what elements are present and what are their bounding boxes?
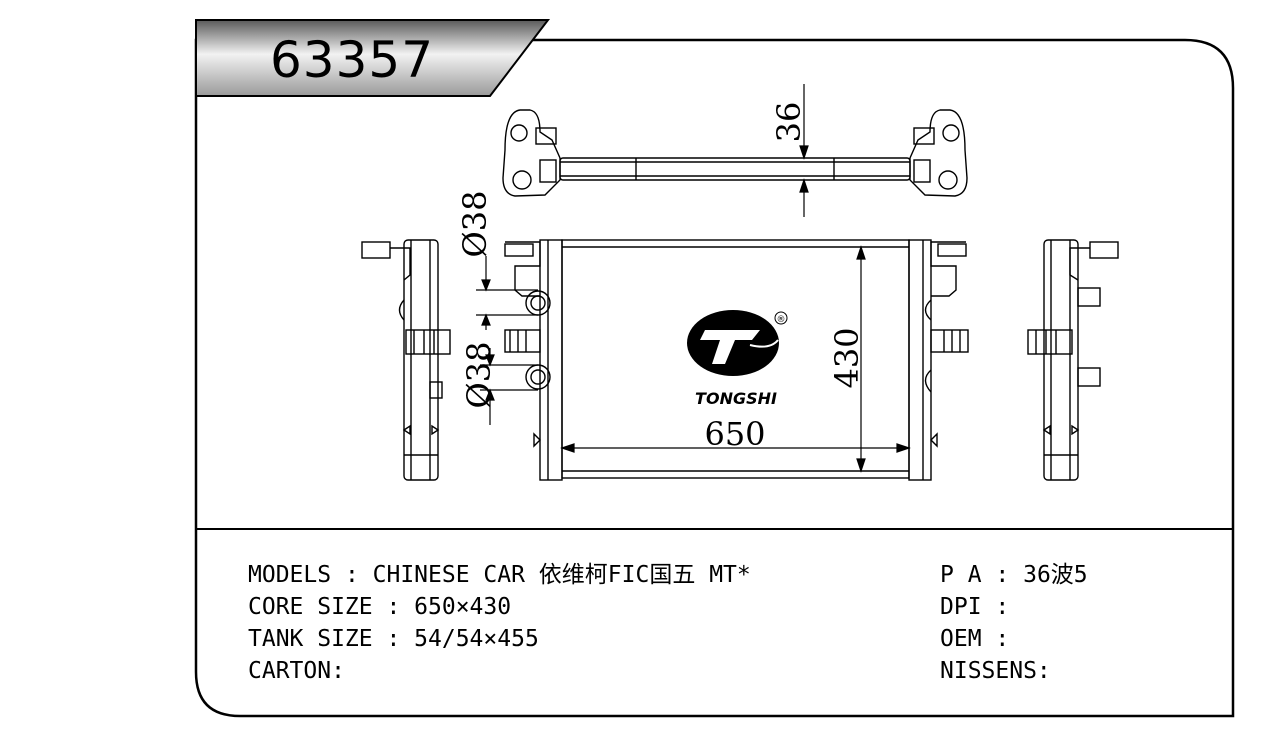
top-view bbox=[502, 109, 968, 197]
outlet-diameter-label: Ø38 bbox=[460, 342, 498, 409]
left-side-view bbox=[361, 239, 451, 481]
sheet-frame bbox=[194, 38, 1235, 718]
inlet-diameter-label: Ø38 bbox=[456, 191, 494, 258]
core-dimensions bbox=[476, 245, 911, 473]
right-side-view bbox=[1027, 239, 1119, 481]
spec-row-carton: CARTON: bbox=[248, 655, 751, 687]
core-width-label: 650 bbox=[704, 415, 765, 453]
outlet-pipe bbox=[525, 364, 551, 390]
part-number: 63357 bbox=[270, 31, 435, 89]
spec-value: 54/54×455 bbox=[414, 626, 539, 652]
spec-label: DPI bbox=[940, 594, 982, 620]
spec-row-core-size: CORE SIZE : 650×430 bbox=[248, 591, 751, 623]
thickness-dimension bbox=[799, 84, 809, 217]
right-tank bbox=[908, 239, 932, 481]
spec-value: 650×430 bbox=[414, 594, 512, 620]
spec-separator: : bbox=[331, 562, 373, 588]
spec-separator: : bbox=[981, 626, 1024, 652]
spec-separator: : bbox=[981, 594, 1024, 620]
spec-separator: : bbox=[372, 626, 415, 652]
spec-label: CARTON: bbox=[248, 658, 345, 684]
spec-label: MODELS bbox=[248, 562, 332, 588]
front-view bbox=[504, 239, 969, 481]
spec-label: CORE SIZE bbox=[248, 594, 373, 620]
part-number-tab bbox=[195, 19, 551, 97]
spec-separator: : bbox=[981, 562, 1024, 588]
spec-label: OEM bbox=[940, 626, 982, 652]
thickness-label: 36 bbox=[770, 102, 808, 143]
left-tank bbox=[539, 239, 563, 481]
spec-row-models: MODELS : CHINESE CAR 依维柯FIC国五 MT* bbox=[248, 559, 751, 591]
spec-value: CHINESE CAR 依维柯FIC国五 MT* bbox=[372, 562, 751, 588]
spec-block-left: MODELS : CHINESE CAR 依维柯FIC国五 MT* CORE S… bbox=[248, 559, 751, 687]
registered-mark: ® bbox=[777, 315, 786, 325]
core-height-label: 430 bbox=[828, 327, 866, 388]
spec-row-oem: OEM : bbox=[940, 623, 1088, 655]
spec-block-right: P A : 36波5 DPI : OEM : NISSENS: bbox=[940, 559, 1088, 687]
spec-label: TANK SIZE bbox=[248, 626, 373, 652]
spec-label: NISSENS: bbox=[940, 658, 1051, 684]
spec-row-tank-size: TANK SIZE : 54/54×455 bbox=[248, 623, 751, 655]
inlet-pipe bbox=[525, 290, 551, 316]
spec-value: 36波5 bbox=[1023, 562, 1088, 588]
spec-label: P A bbox=[940, 562, 982, 588]
tongshi-logo-icon bbox=[687, 310, 788, 376]
spec-row-dpi: DPI : bbox=[940, 591, 1088, 623]
spec-row-pa: P A : 36波5 bbox=[940, 559, 1088, 591]
spec-row-nissens: NISSENS: bbox=[940, 655, 1088, 687]
spec-separator: : bbox=[372, 594, 415, 620]
brand-name: TONGSHI bbox=[695, 389, 777, 408]
